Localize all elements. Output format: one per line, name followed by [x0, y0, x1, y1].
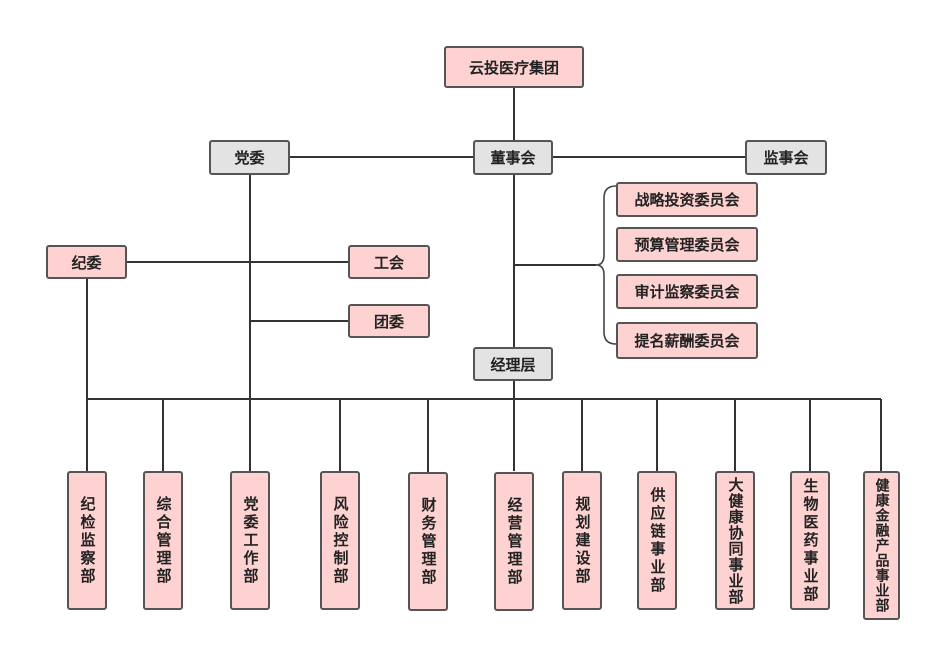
- supervisory-board-node: 监事会: [745, 140, 827, 175]
- discipline-committee-node: 纪委: [46, 245, 127, 279]
- dept-health-finance-products: 健康金融产品事业部: [863, 471, 900, 620]
- committee-budget-management: 预算管理委员会: [616, 227, 758, 262]
- dept-party-work: 党委工作部: [230, 471, 270, 610]
- dept-risk-control: 风险控制部: [320, 471, 360, 610]
- committee-nomination-compensation: 提名薪酬委员会: [616, 322, 758, 359]
- dept-operations-management: 经营管理部: [494, 472, 534, 611]
- party-committee-node: 党委: [209, 140, 290, 175]
- dept-health-synergy: 大健康协同事业部: [715, 471, 755, 610]
- dept-biomedicine: 生物医药事业部: [790, 471, 830, 610]
- dept-discipline-inspection: 纪检监察部: [67, 471, 107, 610]
- youth-league-node: 团委: [348, 304, 430, 338]
- labor-union-node: 工会: [348, 245, 430, 279]
- dept-planning-construction: 规划建设部: [562, 471, 602, 610]
- board-node: 董事会: [473, 140, 553, 175]
- committee-strategy-investment: 战略投资委员会: [616, 182, 758, 217]
- dept-supply-chain: 供应链事业部: [637, 471, 677, 610]
- committee-audit-supervision: 审计监察委员会: [616, 274, 758, 309]
- management-node: 经理层: [473, 347, 553, 381]
- group-node: 云投医疗集团: [444, 46, 584, 88]
- dept-general-management: 综合管理部: [143, 471, 183, 610]
- dept-finance-management: 财务管理部: [408, 472, 448, 611]
